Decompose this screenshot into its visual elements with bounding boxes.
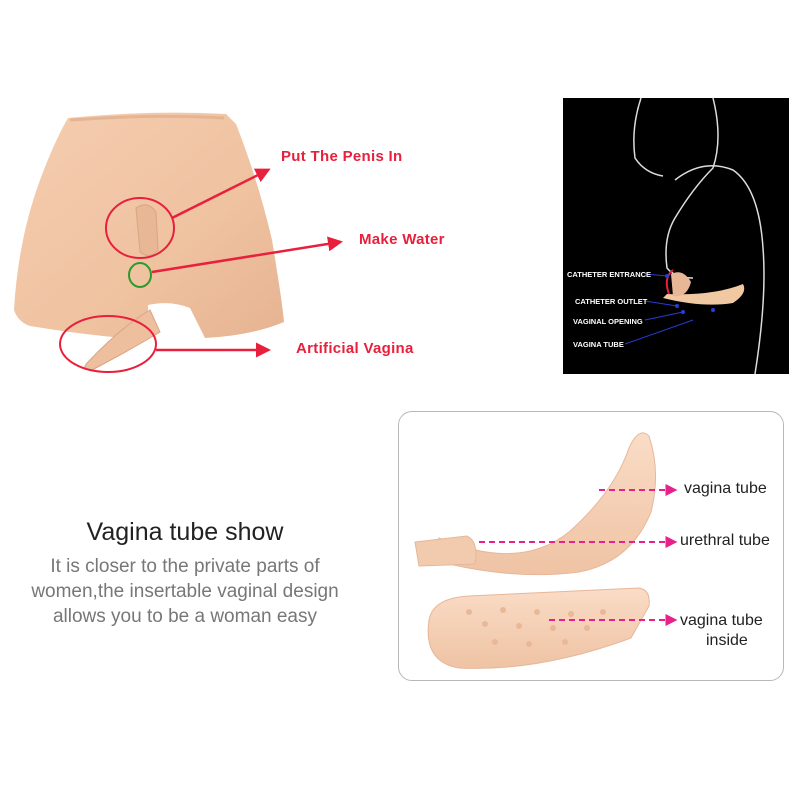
label-catheter-outlet: CATHETER OUTLET (575, 297, 648, 306)
description-line: It is closer to the private parts of (50, 556, 320, 577)
urine-circle (128, 262, 152, 288)
shorts-illustration (14, 112, 343, 373)
label-vagina-tube-inside-2: inside (706, 632, 748, 649)
label-artificial-vagina: Artificial Vagina (296, 340, 414, 357)
label-vagina-tube-diagram: VAGINA TUBE (573, 340, 624, 349)
tube-panel: vagina tube urethral tube vagina tube in… (398, 411, 784, 681)
label-catheter-entrance: CATHETER ENTRANCE (567, 270, 652, 279)
description-line: women,the insertable vaginal design (31, 581, 339, 602)
body-outline (624, 98, 765, 374)
base-plate (414, 535, 477, 567)
label-vagina-tube-inside-1: vagina tube (680, 612, 763, 629)
description-line: allows you to be a woman easy (52, 606, 318, 627)
anatomy-diagram: CATHETER ENTRANCE CATHETER OUTLET VAGINA… (563, 98, 789, 374)
upper-tube (438, 432, 657, 576)
penis-circle (105, 197, 175, 259)
tube-illustration (414, 432, 678, 669)
description-heading: Vagina tube show (86, 518, 284, 546)
label-put-penis: Put The Penis In (281, 148, 403, 165)
penis-sheath (135, 204, 159, 256)
label-vagina-tube: vagina tube (684, 480, 767, 497)
vagina-circle (59, 315, 157, 373)
label-urethral-tube: urethral tube (680, 532, 770, 549)
arrow-make-water (151, 236, 343, 274)
label-make-water: Make Water (359, 231, 445, 248)
arrow-put-penis (171, 168, 271, 220)
lower-tube (427, 587, 650, 669)
label-vaginal-opening: VAGINAL OPENING (573, 317, 643, 326)
